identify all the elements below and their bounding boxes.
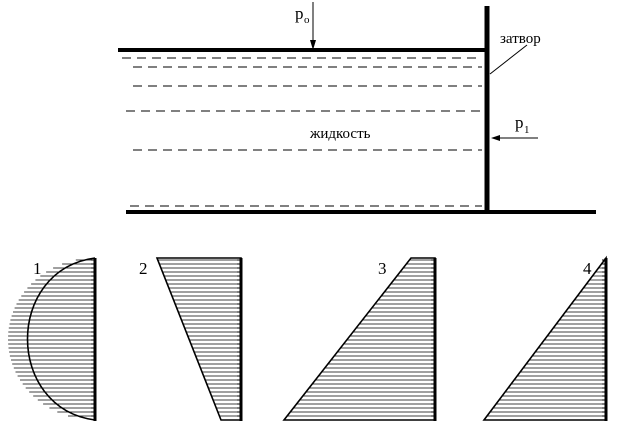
p1-arrow [491, 135, 538, 141]
gate-label: затвор [500, 31, 541, 47]
option-1-number: 1 [33, 259, 42, 278]
option-2-ticks [237, 259, 241, 417]
option-4-ticks [602, 259, 606, 417]
option-2-number: 2 [139, 259, 148, 278]
option-3-ticks [431, 259, 435, 417]
option-4-diagram: 4 [482, 255, 608, 421]
option-1-outline [26, 257, 96, 421]
option-3-number: 3 [378, 259, 387, 278]
option-1-diagram: 1 [8, 257, 97, 421]
option-4-number: 4 [583, 259, 592, 278]
option-2-hatching [157, 259, 240, 417]
option-4-hatching [487, 259, 605, 417]
liquid-dash-lines [122, 57, 482, 207]
gate-leader-line [489, 44, 528, 75]
option-3-diagram: 3 [282, 257, 437, 421]
p0-label: p [295, 4, 304, 23]
option-1-ticks [91, 259, 95, 417]
option-2-diagram: 2 [139, 257, 243, 421]
option-1-hatching [8, 259, 94, 417]
p1-subscript: 1 [524, 124, 530, 136]
p1-label: p [515, 113, 524, 132]
liquid-label: жидкость [309, 126, 371, 142]
p0-subscript: o [304, 14, 310, 26]
p0-arrow [310, 2, 316, 50]
option-3-hatching [287, 259, 434, 417]
tank-figure: p o p 1 затвор жидкость [118, 2, 596, 214]
